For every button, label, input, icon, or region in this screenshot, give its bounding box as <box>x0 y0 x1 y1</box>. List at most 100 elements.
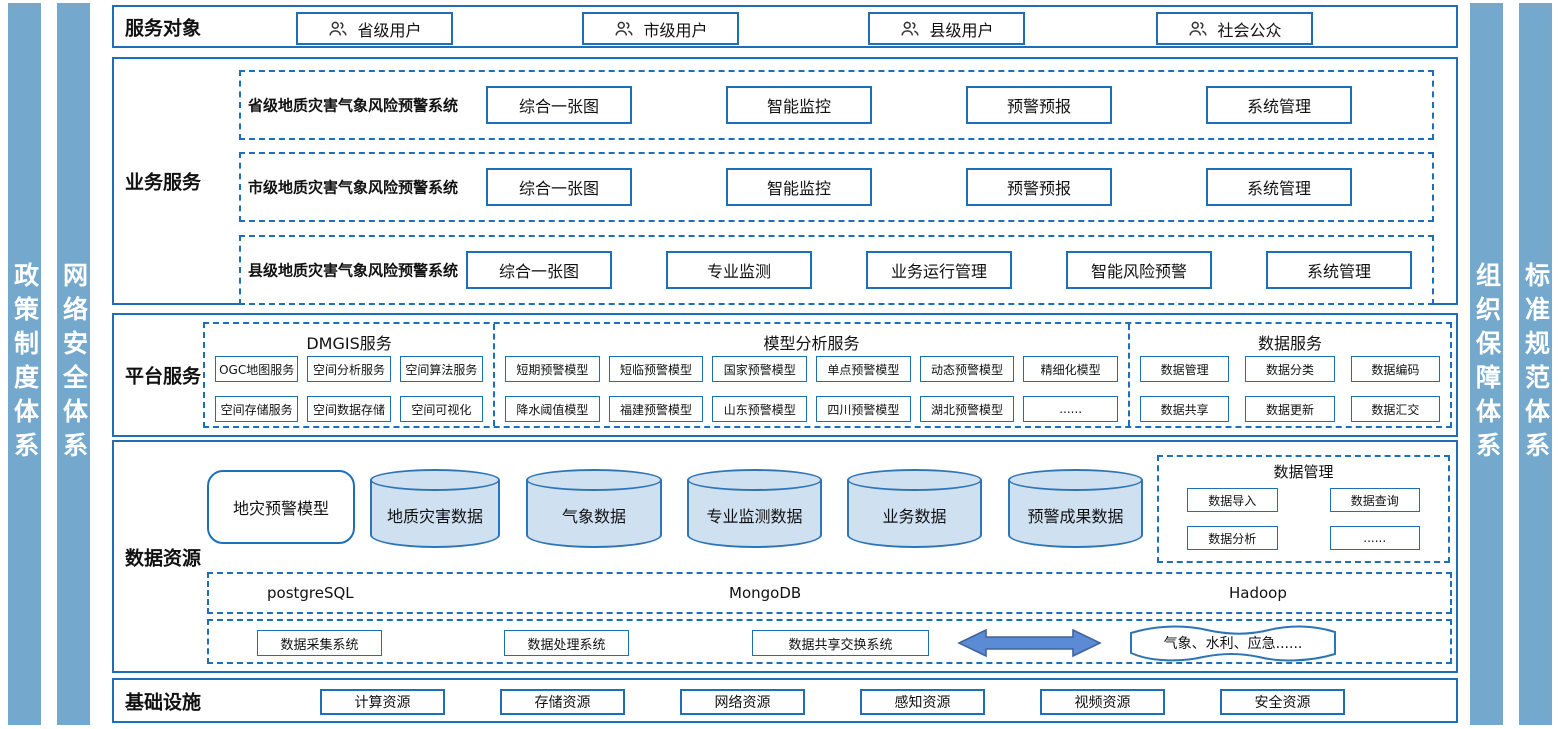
platform-service-box: 空间分析服务 <box>307 356 391 382</box>
disaster-warning-model-box: 地灾预警模型 <box>207 470 355 544</box>
service-target-county-users: 县级用户 <box>868 12 1025 45</box>
infrastructure-box: 计算资源 <box>320 689 445 715</box>
system-county: 县级地质灾害气象风险预警系统 综合一张图 专业监测 业务运行管理 智能风险预警 … <box>239 235 1434 305</box>
platform-service-box: ...... <box>1023 396 1119 422</box>
platform-service-box: 数据分类 <box>1245 356 1335 382</box>
platform-service-box: 单点预警模型 <box>816 356 911 382</box>
exchange-system-box: 数据采集系统 <box>257 630 382 656</box>
cylinder-top <box>847 469 982 491</box>
module-box: 综合一张图 <box>486 86 632 124</box>
platform-service-box: 空间算法服务 <box>399 356 484 382</box>
sidebar-network-security-label: 网络安全体系 <box>59 262 89 466</box>
storage-engines-row: postgreSQL MongoDB Hadoop <box>207 572 1452 614</box>
service-target-label: 市级用户 <box>643 20 708 40</box>
service-target-label: 社会公众 <box>1217 20 1282 40</box>
cylinder-body <box>526 480 662 548</box>
service-target-label: 县级用户 <box>929 20 994 40</box>
section-title-platform-services: 平台服务 <box>125 365 202 388</box>
cylinder-top <box>370 469 500 491</box>
users-icon <box>615 21 634 35</box>
section-business-services: 业务服务 省级地质灾害气象风险预警系统 综合一张图 智能监控 预警预报 系统管理… <box>112 57 1458 305</box>
module-box: 系统管理 <box>1206 86 1352 124</box>
platform-group-data-services: 数据服务 数据管理 数据分类 数据编码 数据共享 数据更新 数据汇交 <box>1128 324 1450 426</box>
service-target-city-users: 市级用户 <box>582 12 739 45</box>
exchange-systems-row: 数据采集系统 数据处理系统 数据共享交换系统 气象、水利、应急...... <box>207 619 1452 664</box>
platform-group-title: 数据服务 <box>1258 334 1323 353</box>
platform-group-title: 模型分析服务 <box>763 334 860 353</box>
infrastructure-box: 网络资源 <box>680 689 805 715</box>
platform-service-box: 数据汇交 <box>1350 396 1440 422</box>
module-box: 综合一张图 <box>486 168 632 206</box>
database-cylinder-monitoring: 专业监测数据 <box>687 469 822 548</box>
platform-service-box: 空间可视化 <box>399 396 484 422</box>
storage-engine-mongodb: MongoDB <box>729 584 802 602</box>
storage-engine-hadoop: Hadoop <box>1229 584 1287 602</box>
data-management-panel: 数据管理 数据导入 数据查询 数据分析 ...... <box>1157 455 1450 563</box>
database-label: 专业监测数据 <box>706 506 803 526</box>
module-box: 系统管理 <box>1206 168 1352 206</box>
platform-service-box: 福建预警模型 <box>608 396 704 422</box>
section-title-service-targets: 服务对象 <box>125 17 202 39</box>
data-management-box: ...... <box>1329 526 1420 550</box>
external-systems-shape: 气象、水利、应急...... <box>1127 623 1339 663</box>
platform-service-box: 动态预警模型 <box>919 356 1015 382</box>
cylinder-top <box>1008 469 1143 491</box>
platform-group-title: DMGIS服务 <box>306 334 392 353</box>
platform-service-box: 数据编码 <box>1350 356 1440 382</box>
section-service-targets: 服务对象 省级用户 市级用户 县级用户 <box>112 5 1458 48</box>
platform-service-box: 空间存储服务 <box>215 396 299 422</box>
platform-group-dmgis: DMGIS服务 OGC地图服务 空间分析服务 空间算法服务 空间存储服务 空间数… <box>205 324 493 426</box>
module-box: 预警预报 <box>966 86 1112 124</box>
section-title-business-services: 业务服务 <box>125 171 202 194</box>
bidirectional-arrow-icon <box>957 628 1102 658</box>
sidebar-policy-system: 政策制度体系 <box>8 3 41 725</box>
service-target-label: 省级用户 <box>357 20 422 40</box>
cylinder-top <box>687 469 822 491</box>
system-provincial: 省级地质灾害气象风险预警系统 综合一张图 智能监控 预警预报 系统管理 <box>239 70 1434 140</box>
module-box: 业务运行管理 <box>866 251 1012 289</box>
module-box: 智能风险预警 <box>1066 251 1212 289</box>
section-platform-services: 平台服务 DMGIS服务 OGC地图服务 空间分析服务 空间算法服务 空间存储服… <box>112 313 1458 437</box>
infrastructure-box: 安全资源 <box>1220 689 1345 715</box>
platform-services-container: DMGIS服务 OGC地图服务 空间分析服务 空间算法服务 空间存储服务 空间数… <box>203 322 1452 428</box>
system-name: 县级地质灾害气象风险预警系统 <box>248 261 459 280</box>
infrastructure-box: 视频资源 <box>1040 689 1165 715</box>
users-icon <box>901 21 920 35</box>
database-cylinder-weather: 气象数据 <box>526 469 662 548</box>
platform-service-box: 山东预警模型 <box>712 396 808 422</box>
module-box: 专业监测 <box>666 251 812 289</box>
module-box: 综合一张图 <box>466 251 612 289</box>
module-box: 预警预报 <box>966 168 1112 206</box>
database-cylinder-geology: 地质灾害数据 <box>370 469 500 548</box>
infrastructure-box: 感知资源 <box>860 689 985 715</box>
sidebar-organization-label: 组织保障体系 <box>1472 262 1502 466</box>
sidebar-organization-guarantee: 组织保障体系 <box>1470 3 1503 725</box>
users-icon <box>1189 21 1208 35</box>
database-cylinder-warning-results: 预警成果数据 <box>1008 469 1143 548</box>
section-data-resources: 数据资源 地灾预警模型 地质灾害数据 气象数据 专业监测数据 业务数据 <box>112 440 1458 673</box>
sidebar-policy-label: 政策制度体系 <box>10 262 40 466</box>
wavy-border-icon <box>1130 625 1336 662</box>
section-infrastructure: 基础设施 计算资源 存储资源 网络资源 感知资源 视频资源 安全资源 <box>112 678 1458 723</box>
platform-service-box: 数据共享 <box>1140 396 1230 422</box>
platform-service-box: 国家预警模型 <box>712 356 808 382</box>
cylinder-body <box>847 480 982 548</box>
platform-group-model-analysis: 模型分析服务 短期预警模型 短临预警模型 国家预警模型 单点预警模型 动态预警模… <box>493 324 1128 426</box>
module-box: 智能监控 <box>726 168 872 206</box>
platform-service-box: 空间数据存储 <box>307 396 391 422</box>
system-city: 市级地质灾害气象风险预警系统 综合一张图 智能监控 预警预报 系统管理 <box>239 152 1434 222</box>
module-box: 系统管理 <box>1266 251 1412 289</box>
users-icon <box>329 21 348 35</box>
data-management-title: 数据管理 <box>1273 463 1334 481</box>
sidebar-network-security: 网络安全体系 <box>57 3 90 725</box>
exchange-system-box: 数据共享交换系统 <box>752 630 929 656</box>
cylinder-body <box>370 480 500 548</box>
sidebar-standard-label: 标准规范体系 <box>1521 262 1551 466</box>
cylinder-body <box>687 480 822 548</box>
cylinder-top <box>526 469 662 491</box>
platform-service-box: 数据管理 <box>1140 356 1230 382</box>
section-title-data-resources: 数据资源 <box>125 547 202 569</box>
disaster-warning-model-label: 地灾预警模型 <box>232 499 329 518</box>
platform-service-box: 精细化模型 <box>1023 356 1119 382</box>
system-name: 市级地质灾害气象风险预警系统 <box>248 178 459 197</box>
